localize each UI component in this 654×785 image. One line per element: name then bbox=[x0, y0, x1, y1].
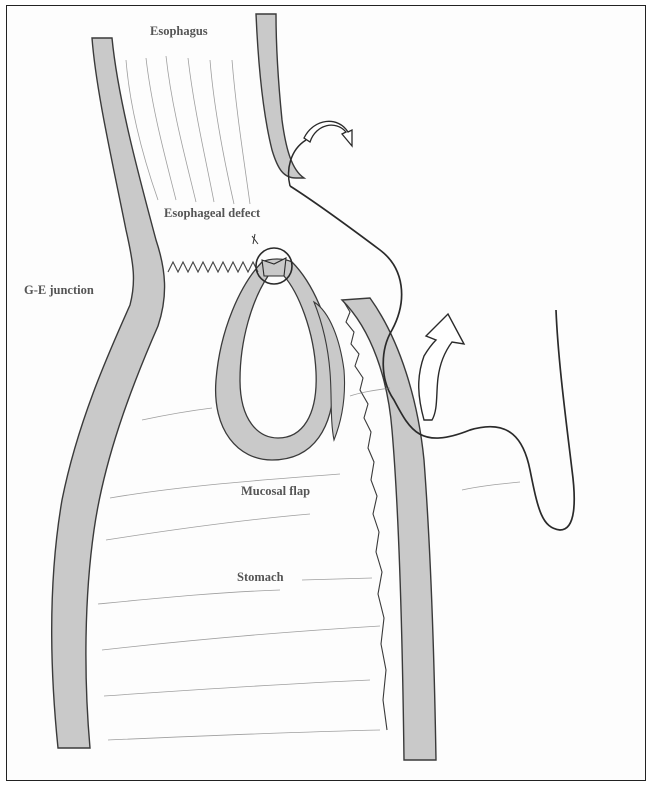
label-esophageal-defect: Esophageal defect bbox=[164, 206, 260, 221]
label-ge-junction: G-E junction bbox=[24, 283, 94, 298]
needle-mark bbox=[252, 234, 258, 244]
mucosal-flap bbox=[216, 259, 335, 460]
defect-suture-zigzag bbox=[168, 262, 258, 272]
up-arrow bbox=[419, 314, 464, 420]
label-stomach: Stomach bbox=[237, 570, 284, 585]
right-esophageal-wall bbox=[256, 14, 304, 178]
label-esophagus: Esophagus bbox=[150, 24, 208, 39]
shading-lines bbox=[98, 56, 520, 740]
label-mucosal-flap: Mucosal flap bbox=[241, 484, 310, 499]
left-wall bbox=[52, 38, 165, 748]
curved-arrow-top bbox=[304, 121, 352, 146]
